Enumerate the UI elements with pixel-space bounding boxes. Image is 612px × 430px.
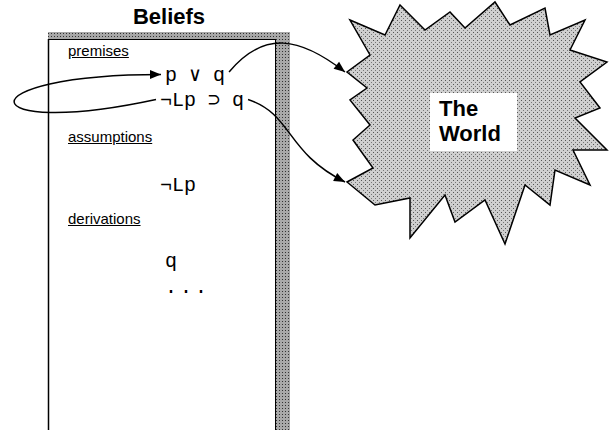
arrow-head [150, 70, 161, 79]
box-heading: Beliefs [48, 4, 290, 30]
derived-formula: q [165, 250, 177, 273]
arrow-head [334, 62, 345, 72]
world-starburst: The World [345, 0, 612, 248]
ellipsis: ... [165, 276, 210, 299]
section-heading: derivations [68, 210, 141, 227]
belief-arrow [14, 70, 161, 113]
belief-arrow [229, 43, 345, 72]
world-label: The World [439, 96, 501, 147]
starburst-shape [347, 2, 607, 244]
belief-box: Beliefs p ∨ q¬Lp ⊃ q premises assumptions ¬L… [48, 4, 290, 430]
premise-formula: ¬Lp ⊃ q [160, 87, 244, 112]
arrow-head [333, 173, 345, 182]
arrow-line [14, 75, 161, 113]
section-heading: premises [68, 42, 129, 59]
arrow-line [248, 100, 345, 183]
section-heading: assumptions [68, 128, 152, 145]
assumption-formula: ¬Lp [160, 174, 196, 197]
premise-formula: p ∨ q [165, 62, 225, 87]
formula-text: p ∨ q [165, 64, 225, 87]
formula-text: ¬Lp ⊃ q [160, 89, 244, 112]
arrow-line [229, 43, 345, 72]
world-label-box: The World [430, 93, 517, 151]
belief-arrow [248, 100, 345, 183]
